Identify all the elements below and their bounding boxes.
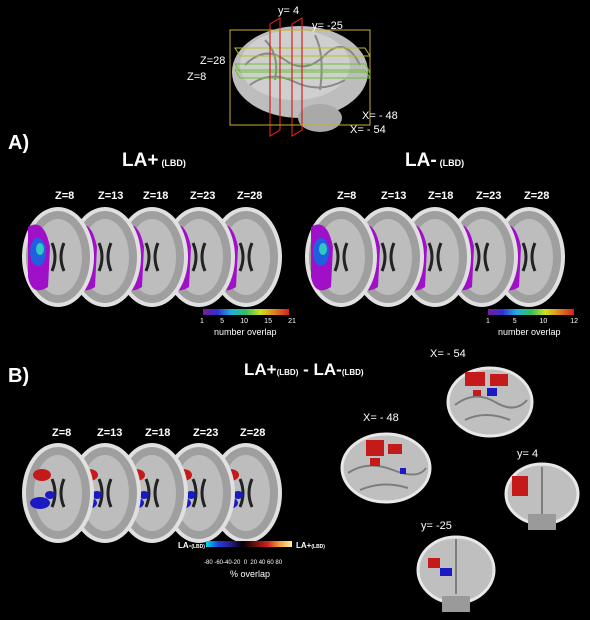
a-right-slices [305,207,565,307]
b-bar-right: LA+(LBD) [296,541,325,550]
a-left-z13: Z=13 [98,190,124,202]
b-bar-ticks: -80 -60-40-20 0 20 40 60 80 [204,560,283,566]
axial-slice-1 [22,207,94,307]
b-z8: Z=8 [52,427,72,439]
b-label-x-48: X= - 48 [363,412,399,424]
a-right-bar-label: number overlap [498,327,561,337]
a-left-tick-21: 21 [288,318,296,325]
right-title-main: LA- [405,150,437,171]
a-left-bar-label: number overlap [214,327,277,337]
b-slice-coronal-y-25 [412,534,500,614]
a-right-tick-10: 10 [539,318,548,325]
brain-3d-render [225,10,375,140]
a-left-colorbar [203,309,289,315]
b-title-sub-b: (LBD) [341,368,364,377]
b-z18: Z=18 [145,427,171,439]
b-z28: Z=28 [240,427,266,439]
b-label-y-25: y= -25 [421,520,452,532]
b-label-x-54: X= - 54 [430,348,466,360]
b-z23: Z=23 [193,427,219,439]
a-left-tick-5: 5 [220,318,224,325]
b-slices [22,443,282,543]
left-title-sub: (LBD) [161,158,186,168]
b-title-dash: - LA- [298,360,342,379]
right-title-sub: (LBD) [439,158,465,168]
axial-slice-1 [305,207,377,307]
a-right-z18: Z=18 [428,190,454,202]
section-b-title: LA+(LBD) - LA-(LBD) [244,360,364,380]
label-z28-top: Z=28 [200,55,226,67]
a-right-z8: Z=8 [337,190,357,202]
a-left-slices [22,207,282,307]
section-a-right-title: LA-(LBD) [405,150,464,172]
b-colorbar [206,541,292,547]
a-right-z13: Z=13 [381,190,407,202]
b-label-y4: y= 4 [517,448,539,460]
a-left-tick-10: 10 [240,318,248,325]
b-bar-label: % overlap [230,569,271,579]
a-left-z8: Z=8 [55,190,75,202]
section-b-label: B) [8,365,30,387]
axial-slice-1 [22,443,94,543]
a-right-tick-12: 12 [570,318,578,325]
a-right-ticks: 1 5 10 12 [486,318,578,325]
b-slice-sagittal-x-54 [445,360,535,440]
b-bar-left-main: LA- [178,541,192,550]
a-left-z28: Z=28 [237,190,263,202]
a-left-tick-15: 15 [264,318,272,325]
b-bar-left-sub: (LBD) [191,544,205,550]
a-right-z28: Z=28 [524,190,550,202]
b-z13: Z=13 [97,427,123,439]
b-bar-left: LA-(LBD) [178,541,205,550]
section-a-left-title: LA+(LBD) [122,150,186,172]
a-right-colorbar [488,309,574,315]
left-title-main: LA+ [122,150,159,171]
b-slice-sagittal-x-48 [338,428,433,508]
a-left-z23: Z=23 [190,190,216,202]
b-bar-right-sub: (LBD) [311,544,325,550]
a-left-ticks: 1 5 10 15 21 [200,318,296,325]
label-y-25-top: y= -25 [312,20,343,32]
a-left-tick-1: 1 [200,318,204,325]
b-slice-coronal-y4 [500,462,585,532]
label-x-48-top: X= - 48 [362,110,398,122]
b-title-sub-a: (LBD) [276,368,299,377]
label-z8-top: Z=8 [187,71,207,83]
b-bar-right-main: LA+ [296,541,312,550]
a-right-tick-5: 5 [512,318,517,325]
section-a-label: A) [8,132,30,154]
a-right-z23: Z=23 [476,190,502,202]
b-title-a: LA+ [244,360,277,379]
a-left-z18: Z=18 [143,190,169,202]
label-x-54-top: X= - 54 [350,124,386,136]
label-y4-top: y= 4 [278,5,300,17]
a-right-tick-1: 1 [486,318,490,325]
